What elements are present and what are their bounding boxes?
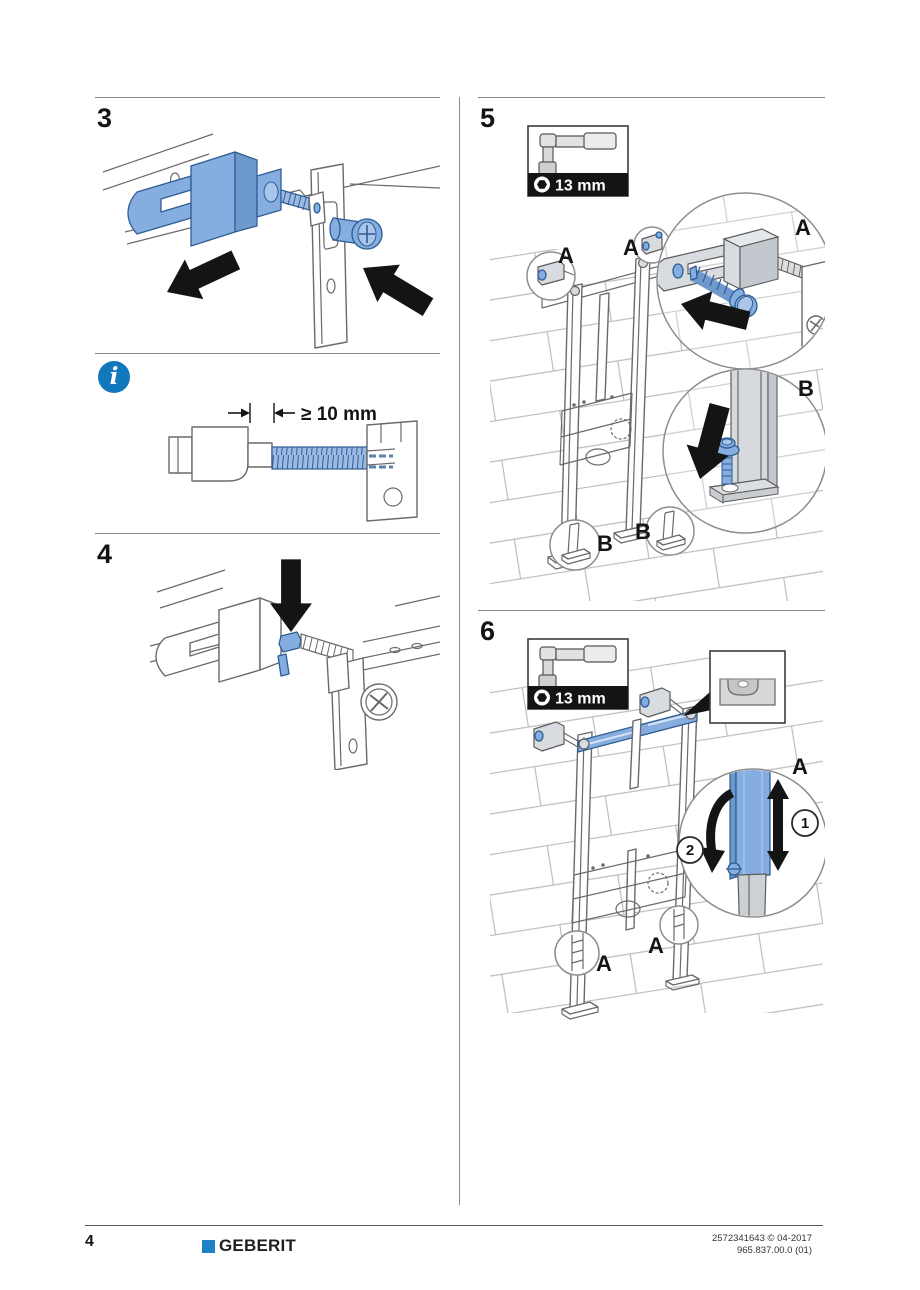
page-number: 4 bbox=[85, 1233, 94, 1250]
step-4-illustration bbox=[149, 559, 440, 770]
spirit-level-callout bbox=[683, 650, 786, 724]
step-1-number: 1 bbox=[801, 815, 809, 832]
detail-circle-a bbox=[656, 192, 825, 370]
step-5-illustration: A A A B B B 13 m bbox=[490, 125, 825, 601]
label-a-detail: A bbox=[792, 754, 808, 779]
step-3-number: 3 bbox=[97, 103, 113, 133]
mounting-bracket-outline bbox=[155, 597, 282, 683]
tighten-rotate-arrow bbox=[706, 788, 735, 854]
label-a-right-leg: A bbox=[648, 933, 664, 958]
label-a-mid: A bbox=[623, 235, 639, 260]
locking-clip bbox=[277, 631, 302, 677]
step-4-section: 4 bbox=[95, 533, 440, 801]
step-3-illustration bbox=[102, 133, 440, 349]
step-4-number: 4 bbox=[97, 539, 113, 569]
reference-line-2: 965.837.00.0 (01) bbox=[736, 1245, 812, 1257]
label-b-right: B bbox=[635, 519, 651, 544]
geberit-logo-text: GEBERIT bbox=[219, 1236, 296, 1255]
min-engagement-label: ≥ 10 mm bbox=[301, 404, 377, 425]
geberit-logo-square-icon bbox=[202, 1239, 215, 1253]
wall-bracket-left bbox=[533, 721, 579, 752]
info-section: ≥ 10 mm bbox=[95, 353, 440, 534]
spirit-level-icon bbox=[719, 678, 776, 706]
rod-engagement-diagram bbox=[168, 420, 418, 522]
label-b-left: B bbox=[597, 531, 613, 556]
connector-plug bbox=[329, 217, 383, 250]
detail-circle-a: 1 2 bbox=[676, 768, 825, 918]
step-6-illustration: 1 2 A A A bbox=[490, 638, 825, 1020]
foot-callout-right bbox=[645, 506, 695, 556]
dimension-annotation: ≥ 10 mm bbox=[228, 403, 377, 425]
geberit-logo: GEBERIT bbox=[202, 1236, 296, 1256]
leg-callout-left bbox=[554, 930, 600, 976]
frame-post bbox=[326, 641, 440, 770]
tool-callout: 13 mm bbox=[527, 638, 629, 710]
info-illustration: ≥ 10 mm bbox=[168, 403, 418, 522]
socket-wrench-icon bbox=[538, 132, 617, 175]
foot-callout-left bbox=[549, 519, 601, 571]
step-6-number: 6 bbox=[480, 616, 496, 646]
step-6-section: 6 bbox=[478, 610, 825, 1061]
footer-rule bbox=[85, 1225, 823, 1226]
detail-circle-b bbox=[662, 368, 825, 534]
step-1-badge: 1 bbox=[791, 809, 819, 837]
adjust-up-down-arrow bbox=[767, 779, 789, 871]
socket-wrench-icon bbox=[538, 645, 617, 688]
push-left-arrow bbox=[157, 240, 246, 312]
label-a-left: A bbox=[558, 243, 574, 268]
mounting-bracket bbox=[127, 151, 282, 247]
level-pointer-arrow bbox=[683, 691, 716, 716]
wall-bracket-right bbox=[639, 687, 684, 718]
column-divider bbox=[459, 97, 460, 1205]
frame-post bbox=[308, 163, 348, 349]
wall-anchor-callout-left bbox=[526, 251, 576, 301]
document-reference: 2572341643 © 04-2017 965.837.00.0 (01) bbox=[712, 1233, 812, 1258]
socket-size-icon bbox=[534, 689, 550, 706]
step-2-number: 2 bbox=[686, 842, 694, 859]
step-3-section: 3 bbox=[95, 97, 440, 354]
info-icon: i bbox=[98, 361, 130, 393]
label-b-detail: B bbox=[798, 376, 814, 401]
leg-callout-right bbox=[659, 905, 699, 945]
tool-size-label: 13 mm bbox=[555, 178, 606, 195]
threaded-rod bbox=[280, 189, 310, 211]
socket-size-icon bbox=[534, 176, 550, 193]
step-5-section: 5 bbox=[478, 97, 825, 611]
tool-size-label: 13 mm bbox=[555, 691, 606, 708]
push-in-arrow bbox=[351, 249, 440, 326]
installation-frame bbox=[541, 246, 731, 570]
reference-line-1: 2572341643 © 04-2017 bbox=[712, 1233, 812, 1244]
label-a-detail: A bbox=[795, 215, 811, 240]
step-2-badge: 2 bbox=[676, 836, 704, 864]
label-a-left-leg: A bbox=[596, 951, 612, 976]
tool-callout: 13 mm bbox=[527, 125, 629, 197]
step-5-number: 5 bbox=[480, 103, 496, 133]
info-icon-glyph: i bbox=[109, 362, 119, 390]
